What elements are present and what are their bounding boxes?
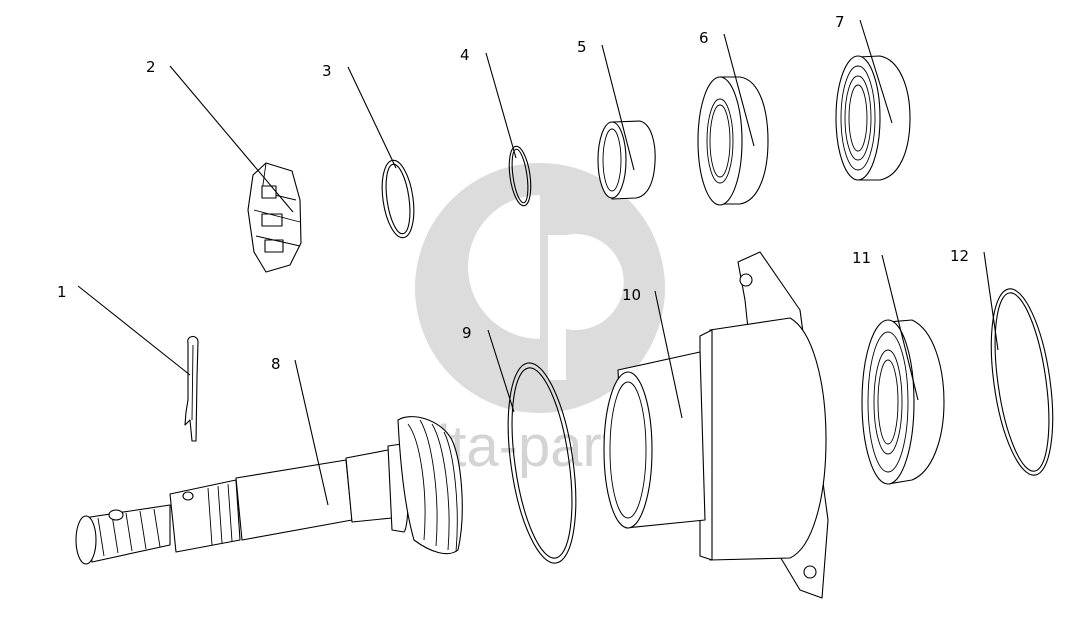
leader-11: [881, 254, 919, 401]
callout-1: 1: [57, 283, 67, 301]
leader-4: [485, 52, 517, 159]
part-11-bearing: [861, 319, 945, 485]
part-6-seal: [697, 76, 769, 206]
callout-6: 6: [699, 29, 709, 47]
leader-5: [601, 44, 635, 171]
part-8-pinion-shaft: [75, 416, 463, 565]
callout-3: 3: [322, 62, 332, 80]
callout-11: 11: [852, 249, 871, 267]
part-9-o-ring: [507, 362, 577, 564]
callout-8: 8: [271, 355, 281, 373]
callout-12: 12: [950, 247, 969, 265]
leader-1: [77, 285, 191, 376]
leader-10: [654, 290, 683, 419]
leader-8: [294, 359, 329, 506]
callout-labels: 1 2 3 4 5 6 7 8 9 10 11 12: [57, 13, 969, 373]
leader-12: [983, 251, 999, 351]
callout-9: 9: [462, 324, 472, 342]
leader-lines: [77, 19, 999, 506]
part-4-ring: [508, 145, 532, 207]
part-3-snap-ring: [381, 159, 415, 239]
part-12-o-ring: [990, 288, 1054, 476]
leader-9: [487, 329, 515, 413]
callout-10: 10: [622, 286, 641, 304]
part-2-castle-nut: [247, 162, 302, 273]
leader-3: [347, 66, 397, 169]
callout-2: 2: [146, 58, 156, 76]
callout-5: 5: [577, 38, 587, 56]
part-1-cotter-pin: [184, 335, 199, 442]
part-7-bearing: [835, 55, 911, 181]
leader-2: [169, 65, 294, 213]
leader-7: [859, 19, 893, 124]
part-5-spacer-sleeve: [597, 120, 656, 200]
callout-7: 7: [835, 13, 845, 31]
part-10-bearing-housing: [603, 251, 829, 599]
callout-4: 4: [460, 46, 470, 64]
leader-6: [723, 33, 755, 147]
